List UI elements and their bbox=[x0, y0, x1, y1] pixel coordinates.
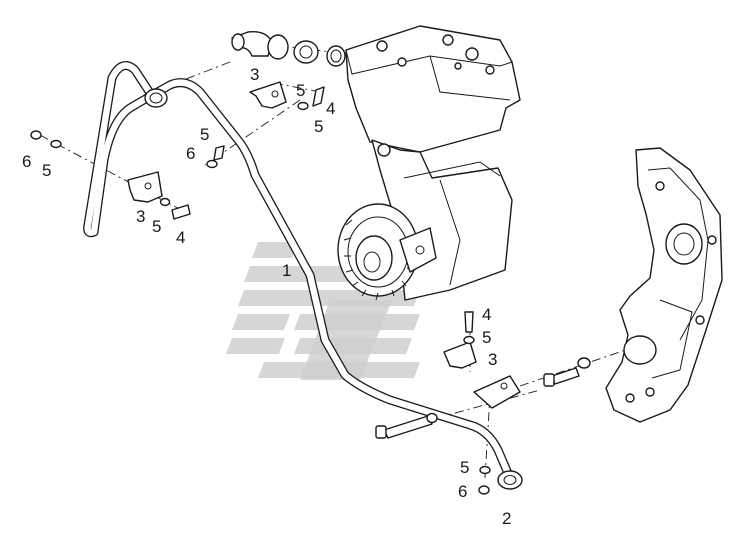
callout-5: 5 bbox=[152, 217, 161, 236]
callout-1: 1 bbox=[282, 261, 291, 280]
callout-5: 5 bbox=[296, 81, 305, 100]
callout-5: 5 bbox=[200, 125, 209, 144]
callout-4: 4 bbox=[482, 305, 491, 324]
callout-6: 6 bbox=[22, 152, 31, 171]
fasteners bbox=[30, 86, 591, 495]
callout-5: 5 bbox=[42, 161, 51, 180]
gear-housing bbox=[605, 147, 723, 423]
pipe-1 bbox=[83, 61, 523, 490]
callout-5: 5 bbox=[482, 328, 491, 347]
callout-3: 3 bbox=[488, 350, 497, 369]
callout-5: 5 bbox=[460, 458, 469, 477]
hose-fitting bbox=[231, 31, 346, 67]
callout-labels: 1 2 3 5 4 5 5 6 6 5 3 5 4 4 5 3 5 6 bbox=[22, 65, 511, 528]
callout-3: 3 bbox=[250, 65, 259, 84]
callout-3: 3 bbox=[136, 207, 145, 226]
callout-4: 4 bbox=[326, 99, 335, 118]
callout-5: 5 bbox=[314, 117, 323, 136]
callout-6: 6 bbox=[186, 144, 195, 163]
callout-2: 2 bbox=[502, 509, 511, 528]
pipe-clamps bbox=[127, 81, 521, 409]
callout-4: 4 bbox=[176, 228, 185, 247]
callout-6: 6 bbox=[458, 482, 467, 501]
air-compressor bbox=[337, 25, 521, 301]
